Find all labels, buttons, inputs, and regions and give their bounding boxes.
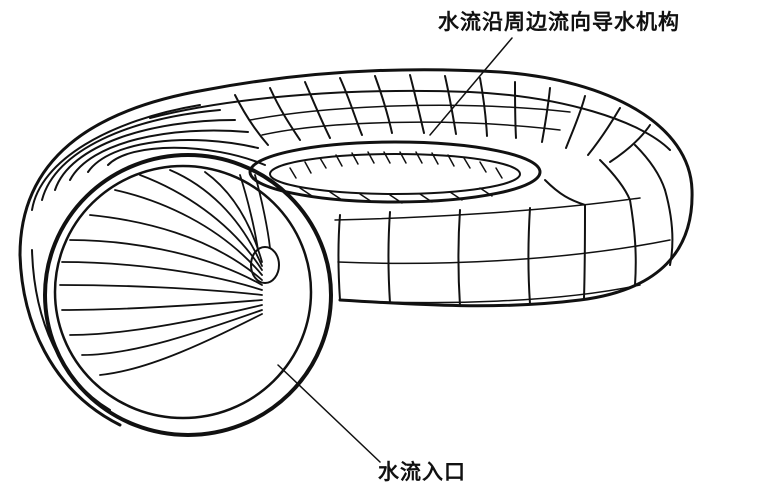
torus-front-bands [334, 197, 671, 304]
inlet-inner-circle [53, 164, 313, 420]
inlet-outer-circle [43, 153, 333, 437]
leader-line-guide [429, 37, 513, 136]
inner-hole-inner [269, 153, 521, 195]
leader-line-inlet [277, 364, 381, 463]
torus-outer-outline [18, 68, 694, 308]
label-guide-mechanism: 水流沿周边流向导水机构 [438, 10, 680, 34]
inlet-hub [250, 246, 280, 284]
spiral-rings [31, 104, 266, 211]
casing-left-outline [18, 253, 122, 427]
inlet-interior-spiral [59, 169, 263, 376]
stay-vanes [289, 151, 503, 204]
inner-hole-outer [248, 140, 542, 204]
label-water-inlet: 水流入口 [378, 460, 466, 484]
torus-back-rim [149, 89, 671, 151]
torus-front-ribs [337, 144, 674, 307]
torus-back-bands [249, 104, 571, 136]
